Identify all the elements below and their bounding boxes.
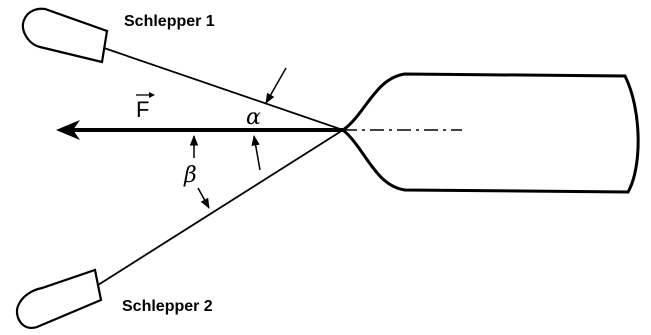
force-label: F bbox=[136, 97, 149, 122]
tug-1-label: Schlepper 1 bbox=[124, 13, 215, 30]
tug-2-label: Schlepper 2 bbox=[122, 298, 213, 315]
beta-lower-pointer bbox=[197, 187, 210, 209]
tug-2-boat bbox=[15, 268, 103, 330]
force-vector-arrowhead bbox=[56, 120, 80, 140]
tug-1-boat bbox=[21, 7, 109, 64]
alpha-lower-pointer bbox=[251, 134, 261, 171]
tow-line-1 bbox=[103, 47, 344, 131]
ship-hull bbox=[340, 72, 640, 194]
force-label-vector-tip bbox=[149, 92, 155, 98]
angle-beta-label: β bbox=[183, 163, 197, 188]
alpha-upper-pointer bbox=[265, 67, 287, 104]
tow-line-2 bbox=[97, 129, 344, 286]
angle-alpha-label: α bbox=[246, 105, 261, 130]
